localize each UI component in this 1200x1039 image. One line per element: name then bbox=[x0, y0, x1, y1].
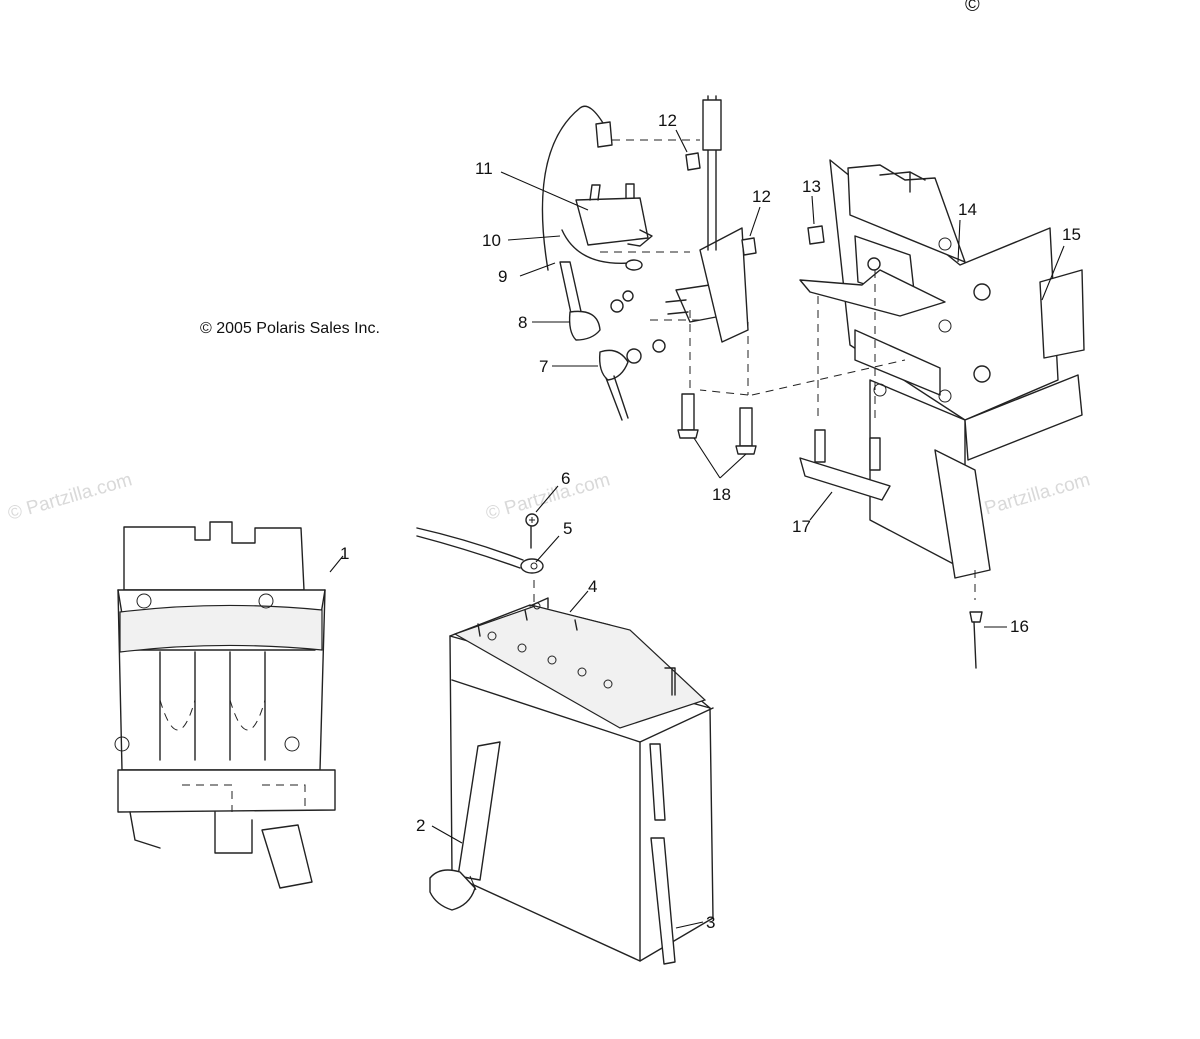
callout-8: 8 bbox=[518, 313, 527, 332]
part-battery-holder bbox=[114, 521, 344, 889]
callout-12-upper: 12 bbox=[658, 111, 677, 130]
part-decal bbox=[1039, 245, 1085, 359]
part-mounting-bracket bbox=[751, 159, 1083, 579]
callout-3: 3 bbox=[706, 913, 715, 932]
callout-17: 17 bbox=[792, 517, 811, 536]
part-solenoid-assembly bbox=[500, 95, 761, 421]
callout-2: 2 bbox=[416, 816, 425, 835]
callout-11: 11 bbox=[475, 159, 493, 178]
copyright-text: © 2005 Polaris Sales Inc. bbox=[200, 320, 380, 337]
watermark-left: © Partzilla.com bbox=[6, 469, 135, 524]
part-nut bbox=[807, 195, 825, 245]
part-hold-down-strap bbox=[429, 741, 501, 911]
callout-5: 5 bbox=[563, 519, 572, 538]
part-positive-cable-and-screw bbox=[416, 485, 560, 605]
copyright-mark-top-right: © bbox=[965, 0, 980, 16]
callout-6: 6 bbox=[561, 469, 570, 488]
callout-7: 7 bbox=[539, 357, 548, 376]
callout-14: 14 bbox=[958, 200, 977, 219]
part-negative-cable bbox=[649, 743, 704, 965]
callout-4: 4 bbox=[588, 577, 597, 596]
callout-15: 15 bbox=[1062, 225, 1081, 244]
callout-13: 13 bbox=[802, 177, 821, 196]
watermark-right: © Partzilla.com bbox=[964, 469, 1093, 524]
callout-18: 18 bbox=[712, 485, 731, 504]
part-rubber-pad bbox=[799, 429, 891, 521]
callout-10: 10 bbox=[482, 231, 501, 250]
callout-12-lower: 12 bbox=[752, 187, 771, 206]
callout-labels: 1 2 3 4 5 6 7 8 9 10 11 12 12 13 14 15 1… bbox=[340, 111, 1081, 932]
callout-9: 9 bbox=[498, 267, 507, 286]
part-bolts bbox=[677, 393, 757, 479]
callout-16: 16 bbox=[1010, 617, 1029, 636]
part-battery bbox=[449, 590, 714, 962]
callout-1: 1 bbox=[340, 544, 349, 563]
part-rivet bbox=[969, 570, 1007, 669]
